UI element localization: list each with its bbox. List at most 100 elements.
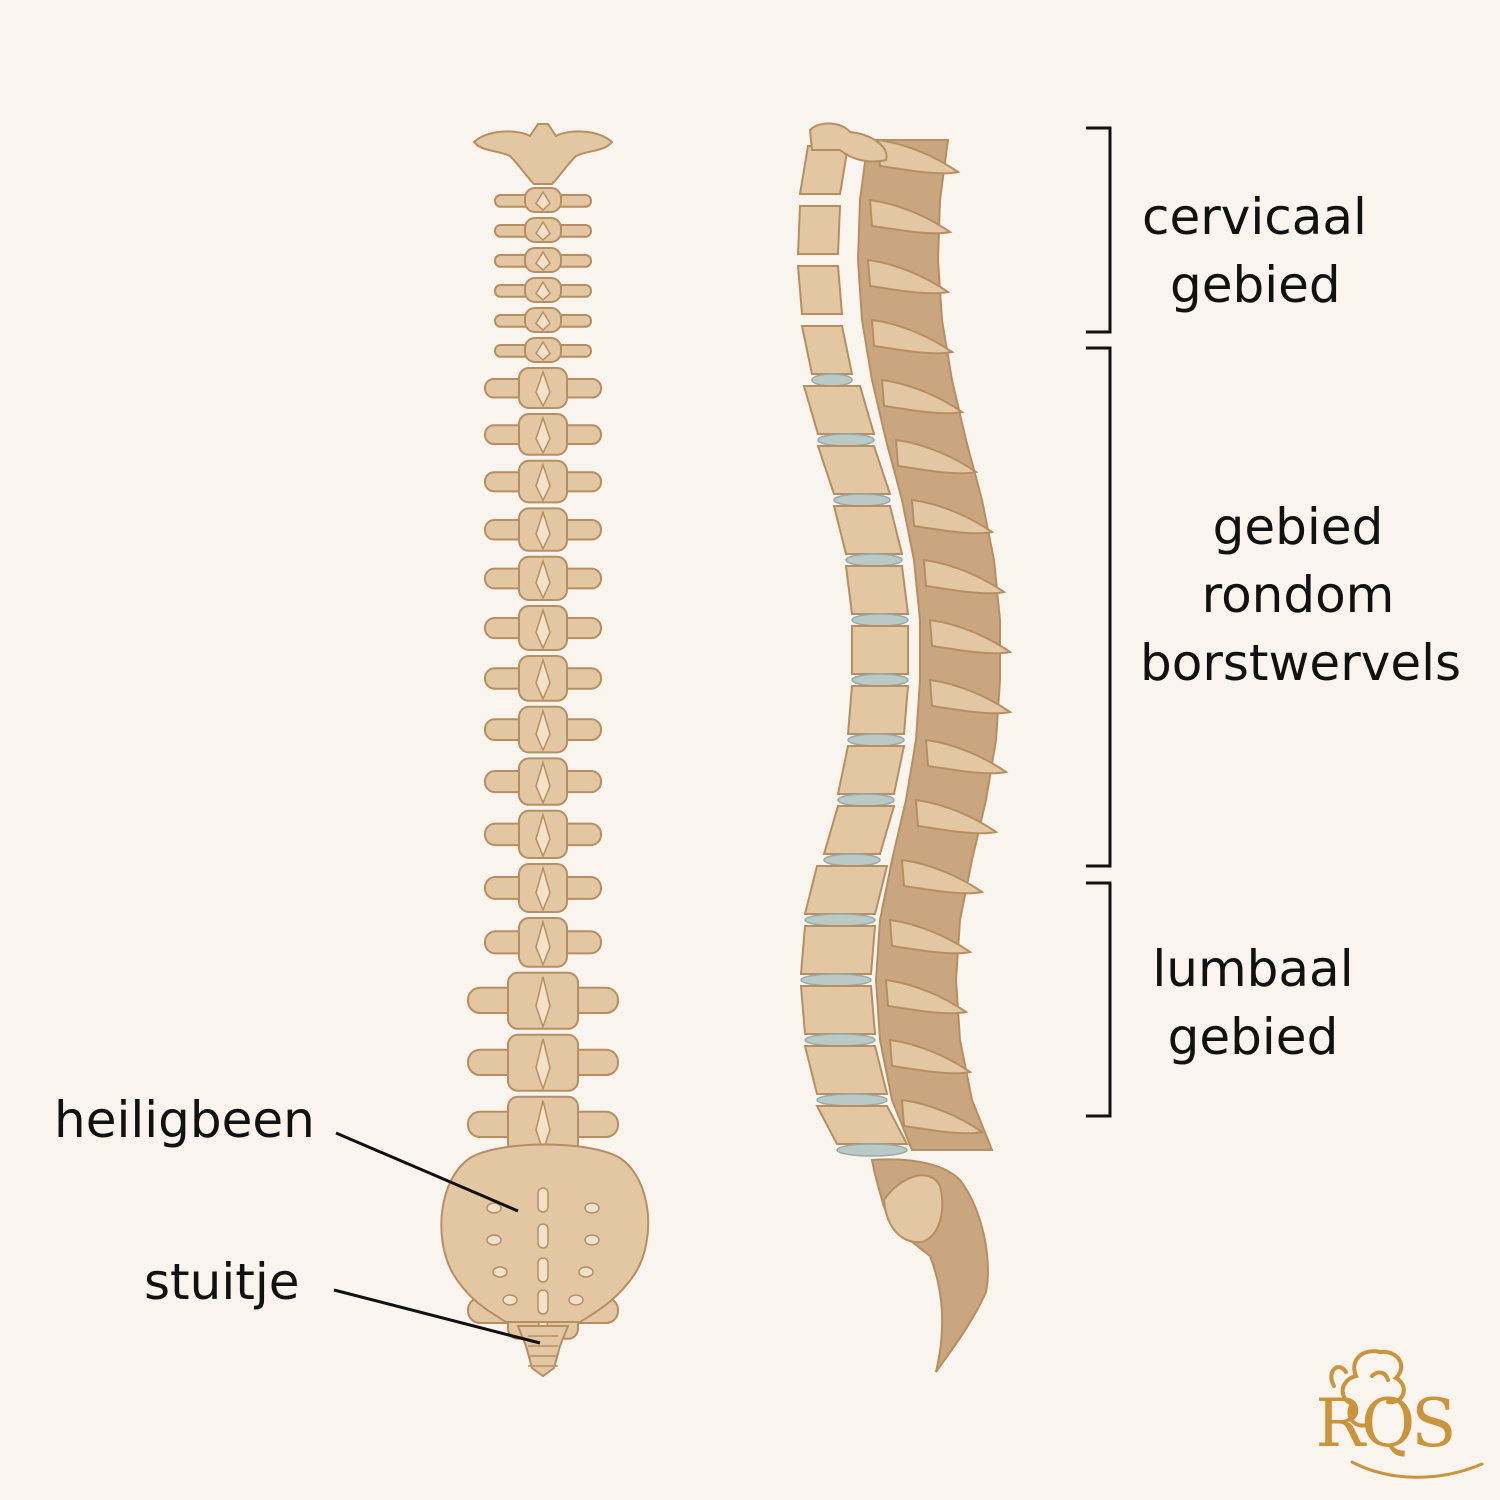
spinous-process (535, 919, 551, 967)
spinous-process-lateral (900, 1098, 985, 1135)
spinous-process (535, 558, 551, 600)
intervertebral-disc (836, 1143, 908, 1157)
sacral-foramen (492, 1266, 508, 1278)
sacral-foramen (584, 1202, 600, 1214)
sacral-foramen (584, 1234, 600, 1246)
sacral-foramen (486, 1234, 502, 1246)
intervertebral-disc (823, 853, 881, 867)
spinous-process-lateral (914, 798, 999, 835)
vertebral-body-lateral (800, 325, 854, 375)
coccyx-label: stuitje (144, 1253, 300, 1311)
atlas-lateral (808, 122, 888, 163)
vertebra-posterior (467, 1033, 619, 1092)
lion-icon (1329, 1349, 1406, 1428)
spinous-process (535, 1038, 551, 1092)
intervertebral-disc (845, 553, 903, 567)
intervertebral-disc (851, 673, 909, 687)
intervertebral-disc (847, 733, 905, 747)
vertebra-posterior (484, 507, 602, 552)
intervertebral-disc (837, 793, 895, 807)
logo-swash (1350, 1460, 1484, 1479)
vertebral-body-lateral (846, 685, 910, 735)
sacral-crest (537, 1223, 549, 1249)
coccyx (516, 1325, 570, 1378)
sacral-foramen (486, 1202, 502, 1214)
vertebra-posterior (484, 757, 602, 806)
vertebra-posterior (484, 459, 602, 504)
lumbar-bracket (1086, 881, 1112, 1118)
vertebra-posterior (484, 413, 602, 456)
rqs-logo: RQS (1315, 1349, 1484, 1479)
spinous-process (535, 708, 551, 753)
intervertebral-disc (817, 433, 875, 447)
sacral-foramen (568, 1294, 584, 1306)
vertebra-posterior (484, 863, 602, 913)
intervertebral-disc (833, 493, 891, 507)
vertebral-body-lateral (802, 385, 876, 435)
vertebral-body-lateral (799, 925, 877, 975)
cervical-label-line-1: cervicaal (1142, 188, 1367, 246)
intervertebral-disc (804, 913, 876, 927)
spinous-process (535, 190, 551, 212)
vertebral-body-lateral (815, 1105, 909, 1145)
spinous-process (535, 509, 551, 551)
spinous-process-lateral (894, 438, 979, 475)
spinous-process-lateral (866, 258, 951, 295)
spinous-process (535, 976, 551, 1030)
spinous-process (535, 340, 551, 362)
intervertebral-disc (800, 973, 872, 987)
sacral-foramen (578, 1266, 594, 1278)
spinous-process (535, 310, 551, 332)
sacral-foramen (502, 1294, 518, 1306)
spinous-process-lateral (880, 378, 965, 415)
spinous-process-lateral (884, 978, 969, 1015)
sacral-ala-lateral (882, 1174, 944, 1244)
spinous-process (535, 759, 551, 805)
sacrum (440, 1143, 650, 1323)
vertebra-posterior (484, 555, 602, 601)
thoracic-label-line-1: gebied (1212, 498, 1384, 556)
vertebra-posterior (494, 217, 592, 243)
spinous-process (535, 369, 551, 408)
spinous-process-lateral (924, 738, 1009, 775)
vertebral-body-lateral (803, 1045, 889, 1095)
spinous-process (535, 462, 551, 503)
coccyx-bone (516, 1325, 570, 1378)
lumbar-region-label: lumbaal gebied (1150, 935, 1356, 1071)
vertebra-posterior (467, 971, 619, 1030)
spinous-process-lateral (910, 498, 995, 535)
sacral-crest (537, 1187, 549, 1213)
vertebral-body-lateral (798, 145, 850, 195)
spinous-process-lateral (900, 858, 985, 895)
region-brackets (1086, 126, 1112, 1118)
lateral-spine-view (796, 122, 1013, 1373)
spinous-process (535, 415, 551, 455)
vertebra-posterior (484, 367, 602, 409)
spinous-process-lateral (922, 558, 1007, 595)
spinous-process (535, 250, 551, 272)
spinous-process-lateral (870, 318, 955, 355)
cervical-region-label: cervicaal gebied (1142, 183, 1367, 319)
vertebra-posterior (494, 187, 592, 213)
spinous-process-lateral (876, 138, 961, 175)
vertebral-body-lateral (796, 205, 842, 255)
thoracic-label-line-3: borstwervels (1140, 634, 1462, 692)
vertebral-body-lateral (796, 265, 844, 315)
intervertebral-disc (811, 373, 853, 387)
intervertebral-disc (804, 1033, 876, 1047)
vertebral-body-lateral (803, 865, 889, 915)
thoracic-region-label: gebied rondom borstwervels (1140, 493, 1462, 697)
atlas-vertebra (472, 123, 614, 185)
spinous-process-lateral (928, 618, 1013, 655)
lumbar-label-line-1: lumbaal (1152, 940, 1354, 998)
sacrum-leader-line (335, 1131, 519, 1213)
spinous-process (535, 657, 551, 701)
posterior-spine-view (440, 123, 650, 1378)
vertebra-posterior (494, 337, 592, 363)
vertebral-body-lateral (832, 505, 904, 555)
coccyx-leader-line (333, 1288, 541, 1345)
spinous-process (535, 812, 551, 858)
thoracic-bracket (1086, 346, 1112, 868)
